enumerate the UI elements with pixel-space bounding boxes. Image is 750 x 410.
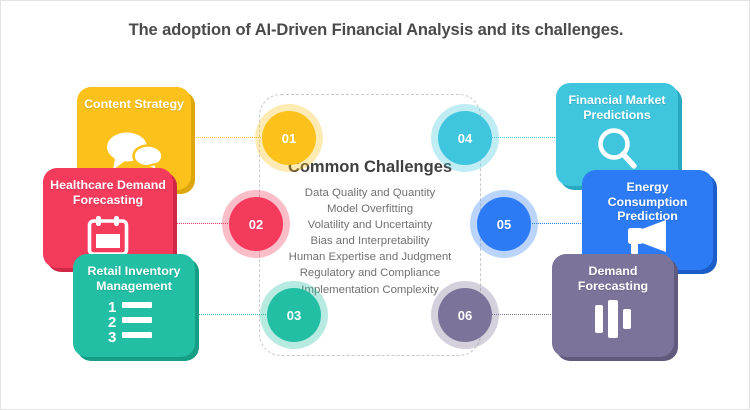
list-item: Implementation Complexity bbox=[301, 283, 439, 296]
step-circle-02[interactable]: 02 bbox=[229, 197, 283, 251]
connector-line-04 bbox=[488, 137, 559, 138]
step-circle-04[interactable]: 04 bbox=[438, 111, 492, 165]
list-item: Regulatory and Compliance bbox=[299, 267, 441, 280]
card-healthcare-demand-forecasting[interactable]: Healthcare Demand Forecasting bbox=[43, 168, 173, 268]
svg-text:3: 3 bbox=[108, 329, 116, 342]
card-label: Healthcare Demand Forecasting bbox=[50, 178, 166, 207]
common-challenges-heading: Common Challenges bbox=[287, 158, 453, 176]
calendar-icon bbox=[43, 214, 173, 258]
card-label: Retail Inventory Management bbox=[87, 264, 181, 293]
step-circle-01[interactable]: 01 bbox=[262, 111, 316, 165]
card-energy-consumption-prediction[interactable]: Energy Consumption Prediction bbox=[582, 170, 713, 270]
list-item: Human Expertise and Judgment bbox=[288, 251, 452, 264]
card-retail-inventory-management[interactable]: Retail Inventory Management 1 2 3 bbox=[73, 254, 195, 357]
connector-line-05 bbox=[528, 223, 585, 224]
challenges-list: Data Quality and Quantity Model Overfitt… bbox=[249, 185, 491, 298]
step-circle-05[interactable]: 05 bbox=[477, 197, 531, 251]
numbered-list-icon: 1 2 3 bbox=[73, 298, 195, 342]
list-item: Model Overfitting bbox=[326, 203, 414, 216]
megaphone-icon bbox=[582, 216, 713, 258]
card-label: Content Strategy bbox=[84, 97, 184, 111]
connector-line-01 bbox=[191, 137, 265, 138]
step-circle-06[interactable]: 06 bbox=[438, 288, 492, 342]
bar-chart-icon bbox=[552, 298, 674, 340]
card-financial-market-predictions[interactable]: Financial Market Predictions bbox=[556, 83, 678, 186]
list-item: Volatility and Uncertainty bbox=[307, 219, 433, 232]
list-item: Bias and Interpretability bbox=[310, 235, 430, 248]
card-label: Financial Market Predictions bbox=[568, 93, 666, 122]
connector-line-06 bbox=[489, 314, 555, 315]
step-circle-03[interactable]: 03 bbox=[267, 288, 321, 342]
page-title: The adoption of AI-Driven Financial Anal… bbox=[128, 21, 624, 39]
speech-bubbles-icon bbox=[77, 129, 191, 173]
list-item: Data Quality and Quantity bbox=[304, 187, 436, 199]
svg-text:1: 1 bbox=[108, 299, 116, 316]
card-demand-forecasting[interactable]: Demand Forecasting bbox=[552, 254, 674, 357]
card-label: Demand Forecasting bbox=[577, 264, 649, 293]
card-label: Energy Consumption Prediction bbox=[607, 180, 688, 224]
connector-line-03 bbox=[199, 314, 270, 315]
magnifier-icon bbox=[556, 125, 678, 171]
connector-line-02 bbox=[177, 223, 232, 224]
svg-text:2: 2 bbox=[108, 314, 116, 331]
